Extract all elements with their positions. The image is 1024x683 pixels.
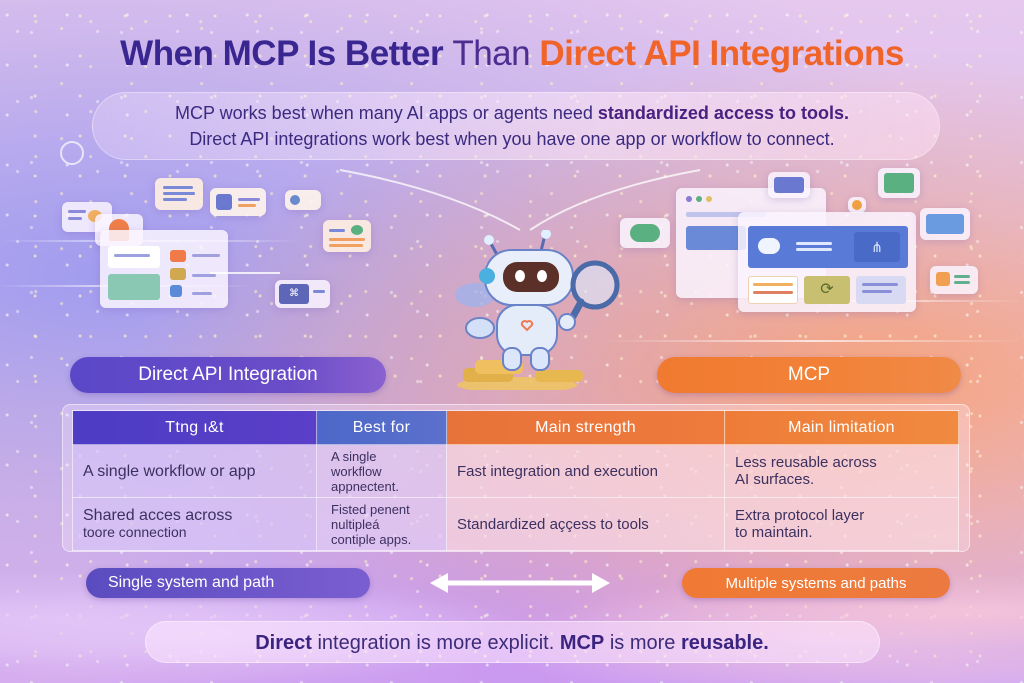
table-cell: Shared acces across toore connection xyxy=(72,497,317,551)
footer-direct: Direct xyxy=(255,632,312,654)
message-card xyxy=(920,208,970,240)
chat-icon xyxy=(758,238,780,254)
multiple-systems-label: Multiple systems and paths xyxy=(682,568,950,598)
page-title: When MCP Is Better Than Direct API Integ… xyxy=(0,34,1024,74)
network-nodes-icon: ⋔ xyxy=(854,232,900,262)
toggle-card xyxy=(285,190,321,210)
pin-card xyxy=(848,197,866,213)
list-widget xyxy=(856,276,906,304)
subtitle-line1: MCP works best when many AI apps or agen… xyxy=(175,103,598,123)
direct-api-label: Direct API Integration xyxy=(70,357,386,393)
subtitle-banner xyxy=(92,92,940,160)
cell-line: AI surfaces. xyxy=(735,471,815,488)
flow-arrows xyxy=(339,169,701,231)
table-cell: Extra protocol layer to maintain. xyxy=(724,497,959,551)
chat-card xyxy=(155,178,203,210)
table-row: Shared acces across toore connection Fis… xyxy=(72,497,959,551)
footer-reusable: reusable. xyxy=(680,632,769,654)
footer-text: is more xyxy=(604,632,681,654)
magnifying-glass-icon xyxy=(570,260,620,310)
single-system-label: Single system and path xyxy=(86,568,370,598)
cell-text: Standardized aççess to tools xyxy=(457,515,649,533)
direct-api-label-text: Direct API Integration xyxy=(138,364,318,385)
cell-line: Shared acces across xyxy=(83,507,233,524)
cell-line: workflow xyxy=(331,463,382,479)
footer-mcp: MCP xyxy=(559,632,605,654)
table-cell: Fast integration and execution xyxy=(446,444,725,498)
subtitle-line2: Direct API integrations work best when y… xyxy=(189,129,835,149)
title-direct-api-part: Direct API Integrations xyxy=(539,34,904,73)
double-arrow-icon xyxy=(430,573,610,593)
cell-line: Fisted penent xyxy=(331,501,410,517)
cell-line: to maintain. xyxy=(735,524,813,541)
cell-line: Extra protocol layer xyxy=(735,507,865,524)
orange-widget xyxy=(748,276,798,304)
table-cell: Fisted penent nultipleá contiple apps. xyxy=(316,497,447,551)
cell-line: toore connection xyxy=(83,524,187,540)
header-cell: Ttng ı&t xyxy=(72,410,317,445)
code-icon: ⌘ xyxy=(279,284,309,304)
cell-line: Less reusable across xyxy=(735,454,877,471)
chat-bubble-card xyxy=(620,218,670,248)
check-card xyxy=(323,220,371,252)
cell-line: appnectent. xyxy=(331,478,399,494)
header-best-for: Best for xyxy=(316,410,447,445)
chat-bubble-icon xyxy=(630,224,660,242)
mcp-label: MCP xyxy=(657,357,961,393)
connector-line xyxy=(210,272,280,274)
table-header-row: Ttng ı&t Best for Main strength Main lim… xyxy=(72,410,959,445)
main-app-window xyxy=(100,230,228,308)
table-cell: A single workflow or app xyxy=(72,444,317,498)
single-system-text: Single system and path xyxy=(108,574,275,591)
doc-card xyxy=(930,266,978,294)
refresh-icon: ⟳ xyxy=(804,276,850,304)
comparison-table: Ttng ı&t Best for Main strength Main lim… xyxy=(72,410,959,551)
code-card: ⌘ xyxy=(275,280,330,308)
title-than: Than xyxy=(452,34,531,73)
table-cell: A single workflow appnectent. xyxy=(316,444,447,498)
multiple-systems-text: Multiple systems and paths xyxy=(725,574,907,592)
user-card xyxy=(210,188,266,216)
cell-line: nultipleá xyxy=(331,516,380,532)
cell-line: contiple apps. xyxy=(331,531,412,547)
cell-text: Fast integration and execution xyxy=(457,462,658,480)
header-main-strength: Main strength xyxy=(446,410,725,445)
footer-text: integration is more explicit. xyxy=(311,632,560,654)
footer-banner xyxy=(145,621,880,663)
subtitle: MCP works best when many AI apps or agen… xyxy=(0,100,1024,152)
circuit-line xyxy=(600,340,1024,342)
robot-mascot-icon xyxy=(455,230,620,390)
cell-text: A single workflow or app xyxy=(83,462,256,480)
title-mcp-part: When MCP Is Better xyxy=(120,34,444,73)
profile-card xyxy=(878,168,920,198)
mcp-label-text: MCP xyxy=(787,364,831,385)
footer-tagline: Direct integration is more explicit. MCP… xyxy=(0,632,1024,655)
dashboard-header: ⋔ xyxy=(748,226,908,268)
header-main-limitation: Main limitation xyxy=(724,410,959,445)
table-cell: Less reusable across AI surfaces. xyxy=(724,444,959,498)
table-row: A single workflow or app A single workfl… xyxy=(72,444,959,498)
table-cell: Standardized aççess to tools xyxy=(446,497,725,551)
mcp-dashboard-window: ⋔ ⟳ xyxy=(738,212,916,312)
ring-decoration xyxy=(60,141,84,165)
plugin-card xyxy=(768,172,810,198)
cell-line: A single xyxy=(331,448,377,464)
subtitle-emphasis: standardized access to tools. xyxy=(597,103,849,123)
